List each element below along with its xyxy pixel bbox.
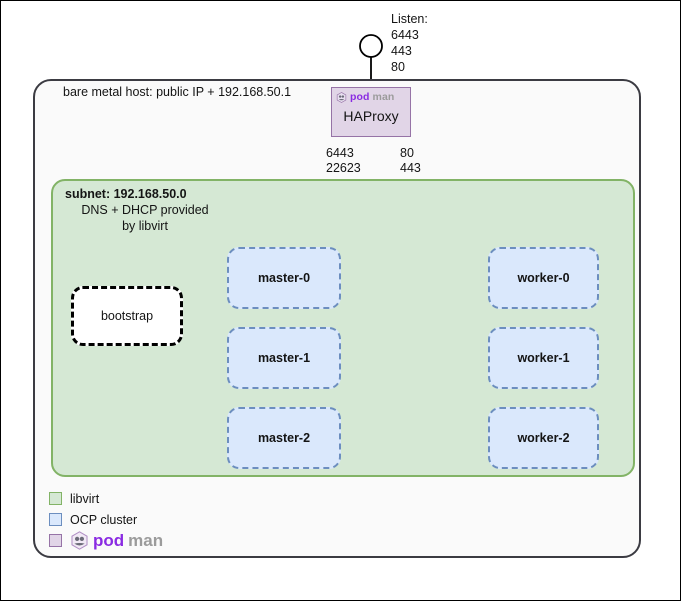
listen-title: Listen: (391, 12, 428, 26)
ocp-cluster-swatch-icon (49, 513, 62, 526)
haproxy-brand-man: man (372, 91, 395, 103)
legend-podman-pod: pod (93, 530, 125, 550)
worker-2-node[interactable]: worker-2 (488, 407, 599, 469)
listen-ports-label: Listen: 6443 443 80 (391, 11, 428, 75)
legend-label-ocp-cluster: OCP cluster (70, 512, 138, 527)
port-443: 443 (400, 161, 421, 175)
haproxy-ports-right: 80 443 (400, 146, 421, 176)
listen-port-6443: 6443 (391, 28, 419, 42)
subnet-description-line1: DNS + DHCP provided (81, 203, 209, 217)
libvirt-swatch-icon (49, 492, 62, 505)
haproxy-ports-left: 6443 22623 (326, 146, 361, 176)
master-0-node[interactable]: master-0 (227, 247, 341, 309)
podman-logo-icon (336, 91, 347, 103)
subnet-description-line2: by libvirt (122, 219, 168, 233)
worker-1-node[interactable]: worker-1 (488, 327, 599, 389)
subnet-description: DNS + DHCP provided by libvirt (55, 202, 235, 234)
master-2-node[interactable]: master-2 (227, 407, 341, 469)
port-22623: 22623 (326, 161, 361, 175)
subnet-title: subnet: 192.168.50.0 (65, 187, 187, 201)
listen-port-80: 80 (391, 60, 405, 74)
master-1-node[interactable]: master-1 (227, 327, 341, 389)
legend-podman-man: man (128, 530, 164, 550)
podman-swatch-icon (49, 534, 62, 547)
port-80: 80 (400, 146, 414, 160)
bare-metal-host-label: bare metal host: public IP + 192.168.50.… (63, 85, 292, 99)
listen-port-443: 443 (391, 44, 412, 58)
legend-item-libvirt: libvirt (49, 488, 163, 509)
port-6443: 6443 (326, 146, 354, 160)
haproxy-label: HAProxy (343, 108, 399, 124)
haproxy-brand-pod: pod (350, 91, 370, 103)
legend-label-libvirt: libvirt (70, 491, 100, 506)
worker-0-node[interactable]: worker-0 (488, 247, 599, 309)
podman-logo-icon (71, 531, 88, 550)
bootstrap-node[interactable]: bootstrap (71, 286, 183, 346)
legend-item-ocp-cluster: OCP cluster (49, 509, 163, 530)
